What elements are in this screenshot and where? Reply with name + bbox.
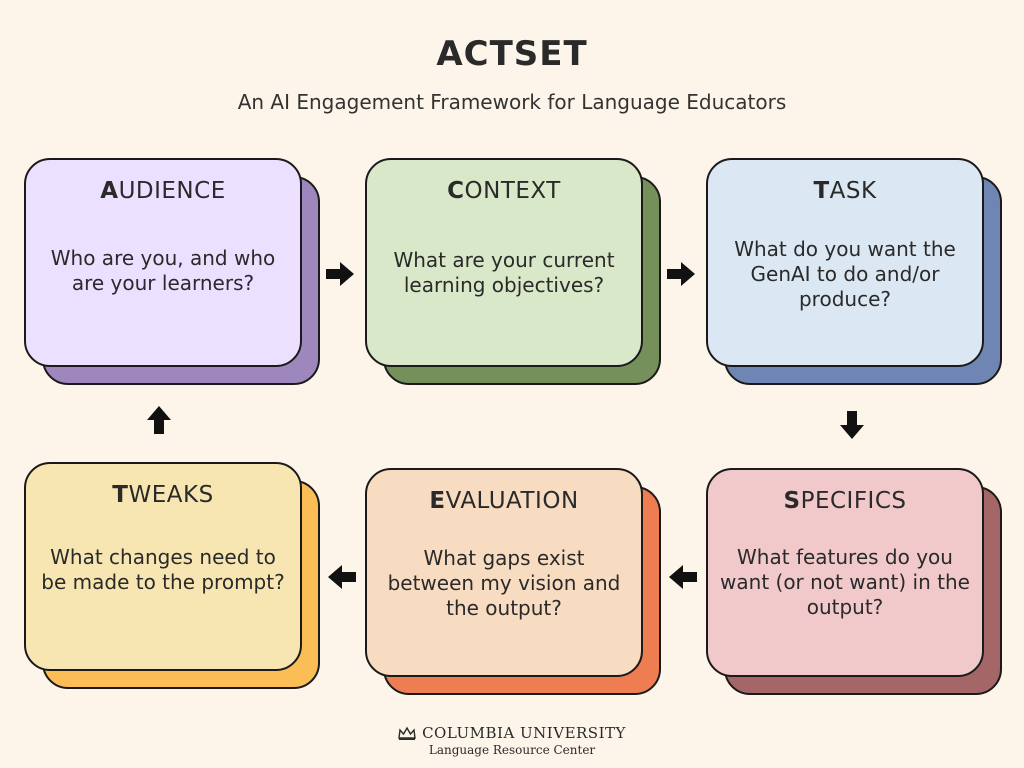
heading-initial: T bbox=[813, 178, 830, 204]
card-question: Who are you, and who are your learners? bbox=[50, 246, 276, 295]
heading-initial: A bbox=[100, 178, 119, 204]
arrow-right-icon bbox=[667, 262, 695, 286]
footer-university: COLUMBIA UNIVERSITY bbox=[422, 724, 626, 742]
footer-logo: COLUMBIA UNIVERSITY Language Resource Ce… bbox=[0, 724, 1024, 757]
card-question: What are your current learning objective… bbox=[393, 248, 615, 297]
heading-initial: C bbox=[447, 178, 465, 204]
heading-initial: T bbox=[112, 482, 129, 508]
card-question: What features do you want (or not want) … bbox=[720, 545, 970, 619]
heading-rest: ONTEXT bbox=[464, 178, 561, 204]
crown-icon bbox=[398, 726, 416, 740]
arrow-right-icon bbox=[326, 262, 354, 286]
heading-rest: UDIENCE bbox=[118, 178, 226, 204]
heading-rest: VALUATION bbox=[445, 488, 579, 514]
card-question: What do you want the GenAI to do and/or … bbox=[734, 237, 956, 311]
card-heading: EVALUATION bbox=[367, 488, 641, 514]
card-face: AUDIENCE Who are you, and who are your l… bbox=[24, 158, 302, 367]
heading-rest: WEAKS bbox=[128, 482, 214, 508]
card-heading: SPECIFICS bbox=[708, 488, 982, 514]
page-title: ACTSET bbox=[436, 34, 588, 74]
card-face: TASK What do you want the GenAI to do an… bbox=[706, 158, 984, 367]
heading-initial: S bbox=[783, 488, 801, 514]
card-heading: CONTEXT bbox=[367, 178, 641, 204]
card-heading: TASK bbox=[708, 178, 982, 204]
footer-university-row: COLUMBIA UNIVERSITY bbox=[0, 724, 1024, 742]
arrow-up-icon bbox=[147, 406, 171, 434]
card-question: What gaps exist between my vision and th… bbox=[387, 546, 621, 620]
card-face: TWEAKS What changes need to be made to t… bbox=[24, 462, 302, 671]
arrow-left-icon bbox=[669, 565, 697, 589]
card-heading: AUDIENCE bbox=[26, 178, 300, 204]
card-face: CONTEXT What are your current learning o… bbox=[365, 158, 643, 367]
page-subtitle: An AI Engagement Framework for Language … bbox=[237, 90, 787, 114]
heading-rest: PECIFICS bbox=[800, 488, 907, 514]
footer-center: Language Resource Center bbox=[428, 743, 596, 757]
arrow-down-icon bbox=[840, 411, 864, 439]
heading-rest: ASK bbox=[829, 178, 877, 204]
card-question: What changes need to be made to the prom… bbox=[41, 545, 285, 594]
arrow-left-icon bbox=[328, 565, 356, 589]
card-face: EVALUATION What gaps exist between my vi… bbox=[365, 468, 643, 677]
heading-initial: E bbox=[429, 488, 446, 514]
card-face: SPECIFICS What features do you want (or … bbox=[706, 468, 984, 677]
card-heading: TWEAKS bbox=[26, 482, 300, 508]
